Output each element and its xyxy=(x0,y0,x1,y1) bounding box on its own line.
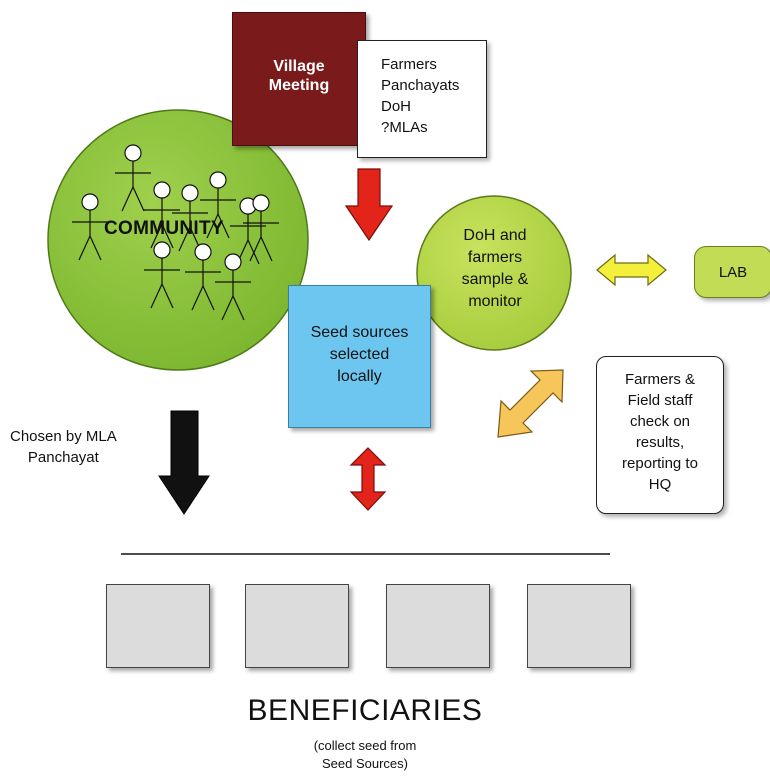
beneficiary-box xyxy=(527,584,631,668)
red-down-arrow xyxy=(344,168,394,242)
beneficiary-box xyxy=(245,584,349,668)
doh-circle xyxy=(416,195,572,351)
meeting-attendees-box: Farmers Panchayats DoH ?MLAs xyxy=(357,40,487,158)
beneficiary-box xyxy=(386,584,490,668)
community-circle xyxy=(47,109,309,371)
chosen-by-label: Chosen by MLA Panchayat xyxy=(10,428,117,466)
stick-figure xyxy=(185,243,221,311)
beneficiary-box xyxy=(106,584,210,668)
village-meeting-box: Village Meeting xyxy=(232,12,366,146)
stick-figure xyxy=(144,241,180,309)
stick-figure xyxy=(72,193,108,261)
seed-sources-box: Seed sources selected locally xyxy=(288,285,431,428)
black-down-arrow xyxy=(158,410,210,515)
stick-figure xyxy=(115,144,151,212)
stick-figure xyxy=(172,184,208,252)
lab-label: LAB xyxy=(718,263,748,281)
beneficiaries-title: BENEFICIARIES xyxy=(247,694,483,727)
check-results-box: Farmers & Field staff check on results, … xyxy=(596,356,724,514)
stick-figures xyxy=(72,144,279,321)
orange-double-arrow xyxy=(497,369,564,438)
community-label: COMMUNITY xyxy=(104,218,224,239)
yellow-double-arrow xyxy=(596,253,667,287)
doh-sample-label: DoH and farmers sample & monitor xyxy=(461,227,529,310)
stick-figure xyxy=(144,181,180,249)
stick-figure xyxy=(243,194,279,262)
lab-box: LAB xyxy=(694,246,770,298)
red-double-arrow xyxy=(349,447,387,511)
stick-figure xyxy=(215,253,251,321)
beneficiaries-subtitle: (collect seed from Seed Sources) xyxy=(313,738,417,771)
stick-figure xyxy=(200,171,236,239)
